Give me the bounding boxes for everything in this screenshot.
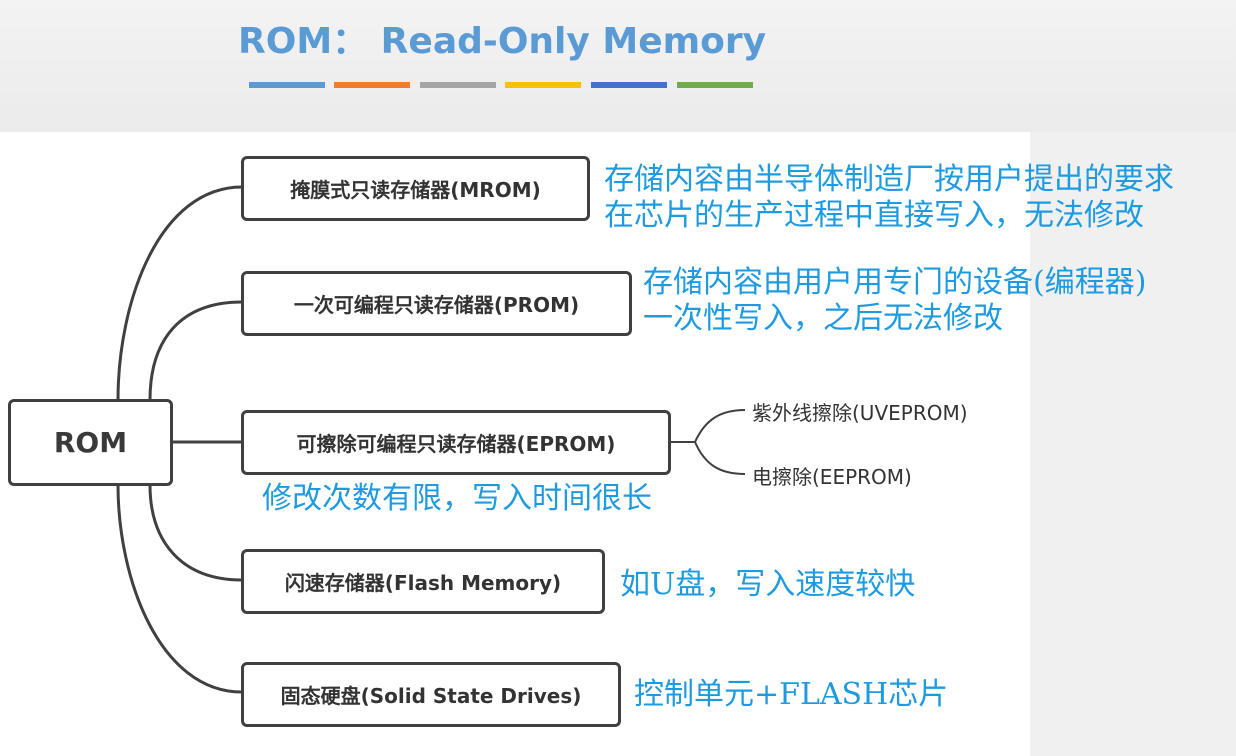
header-band [0, 0, 1236, 132]
note-prom: 存储内容由用户用专门的设备(编程器) 一次性写入，之后无法修改 [643, 265, 1146, 337]
node-mrom[interactable]: 掩膜式只读存储器(MROM) [241, 156, 590, 221]
note-eprom-line-1: 修改次数有限，写入时间很长 [262, 481, 652, 516]
note-ssd: 控制单元+FLASH芯片 [634, 677, 948, 713]
color-bar-1 [249, 82, 325, 88]
leaf-uveprom[interactable]: 紫外线擦除(UVEPROM) [752, 401, 968, 425]
root-node-rom[interactable]: ROM [8, 399, 173, 486]
note-mrom: 存储内容由半导体制造厂按用户提出的要求 在芯片的生产过程中直接写入，无法修改 [604, 162, 1174, 234]
color-bar-4 [505, 82, 581, 88]
color-bar-6 [677, 82, 753, 88]
node-ssd[interactable]: 固态硬盘(Solid State Drives) [241, 662, 621, 727]
connector-uveprom [694, 409, 746, 443]
node-prom[interactable]: 一次可编程只读存储器(PROM) [241, 271, 632, 336]
note-mrom-line-1: 存储内容由半导体制造厂按用户提出的要求 [604, 162, 1174, 197]
note-flash-line-1: 如U盘，写入速度较快 [620, 567, 916, 602]
color-bar-3 [420, 82, 496, 88]
slide-title: ROM： Read-Only Memory [238, 21, 767, 62]
connector-prom [148, 300, 243, 401]
connector-eeprom [694, 441, 746, 475]
connector-mrom [116, 185, 243, 401]
color-bar-2 [334, 82, 410, 88]
note-flash: 如U盘，写入速度较快 [620, 567, 915, 603]
note-eprom: 修改次数有限，写入时间很长 [262, 481, 652, 517]
color-bar-5 [591, 82, 667, 88]
note-prom-line-2: 一次性写入，之后无法修改 [643, 301, 1003, 336]
leaf-eeprom[interactable]: 电擦除(EEPROM) [752, 465, 912, 489]
note-ssd-line-1: 控制单元+FLASH芯片 [634, 677, 949, 712]
node-eprom[interactable]: 可擦除可编程只读存储器(EPROM) [241, 410, 671, 475]
connector-flash [148, 484, 243, 582]
node-flash[interactable]: 闪速存储器(Flash Memory) [241, 549, 605, 614]
connector-ssd [116, 484, 243, 694]
note-prom-line-1: 存储内容由用户用专门的设备(编程器) [643, 265, 1147, 300]
note-mrom-line-2: 在芯片的生产过程中直接写入，无法修改 [604, 198, 1144, 233]
